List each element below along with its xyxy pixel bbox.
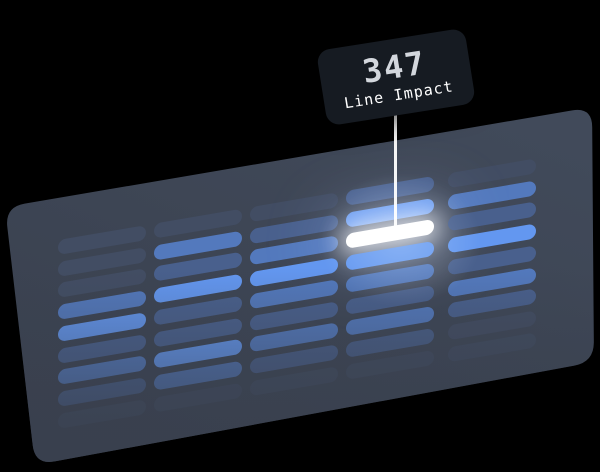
tooltip-pointer-line: [394, 112, 397, 233]
